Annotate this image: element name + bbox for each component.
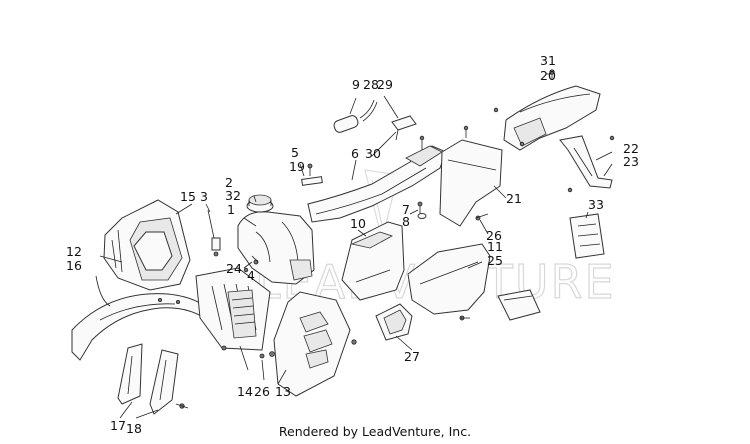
callout-31: 31	[540, 53, 556, 68]
callout-6: 6	[351, 146, 359, 161]
side-plate	[439, 125, 503, 227]
callout-20: 20	[540, 68, 556, 83]
callout-32: 32	[225, 188, 241, 203]
callout-21: 21	[506, 191, 522, 206]
callout-11: 11	[487, 239, 503, 254]
callout-33: 33	[588, 197, 604, 212]
radiator-shroud	[273, 291, 357, 397]
callout-27: 27	[404, 349, 420, 364]
callout-8: 8	[402, 214, 410, 229]
callout-28: 28	[363, 77, 379, 92]
radiator-louver	[195, 259, 275, 359]
callout-1: 1	[227, 202, 235, 217]
left-side-panel	[341, 221, 405, 301]
footer-credit: Rendered by LeadVenture, Inc.	[278, 424, 472, 439]
callout-23: 23	[623, 154, 639, 169]
callout-3: 3	[200, 189, 208, 204]
front-number-plate	[103, 199, 191, 291]
tank-bracket	[301, 163, 323, 186]
callout-12: 12	[66, 244, 82, 259]
right-side-panel	[407, 243, 491, 321]
fuel-petcock	[207, 209, 221, 257]
callout-30: 30	[365, 146, 381, 161]
callout-2: 2	[225, 175, 233, 190]
callout-14: 14	[237, 384, 253, 399]
callout-7: 7	[402, 202, 410, 217]
seat	[307, 145, 447, 223]
callout-numbers: 1 2 3 4 5 6 7 8 9 10 11 12 13 14 15 16 1…	[66, 53, 639, 436]
callout-15: 15	[180, 189, 196, 204]
callout-26-right: 26	[486, 228, 502, 243]
callout-29: 29	[377, 77, 393, 92]
callout-24: 24	[226, 261, 242, 276]
air-box-cover	[497, 289, 541, 321]
leader-lines	[95, 73, 613, 419]
fork-guards	[117, 343, 189, 415]
fuel-tank	[237, 194, 315, 285]
callout-26-left: 26	[254, 384, 270, 399]
callout-5: 5	[291, 145, 299, 160]
callout-17: 17	[110, 418, 126, 433]
side-cover-vent	[375, 303, 413, 341]
seat-bolt	[417, 201, 427, 219]
callout-4: 4	[247, 268, 255, 283]
rear-bracket	[559, 135, 615, 193]
callout-18: 18	[126, 421, 142, 436]
callout-22: 22	[623, 141, 639, 156]
callout-10: 10	[350, 216, 366, 231]
license-plate	[569, 213, 605, 259]
callout-19: 19	[289, 159, 305, 174]
callout-25: 25	[487, 253, 503, 268]
rear-fender	[493, 69, 601, 151]
callout-9: 9	[352, 77, 360, 92]
front-fender	[71, 293, 215, 361]
seat-hardware	[333, 99, 425, 150]
callout-16: 16	[66, 258, 82, 273]
callout-13: 13	[275, 384, 291, 399]
